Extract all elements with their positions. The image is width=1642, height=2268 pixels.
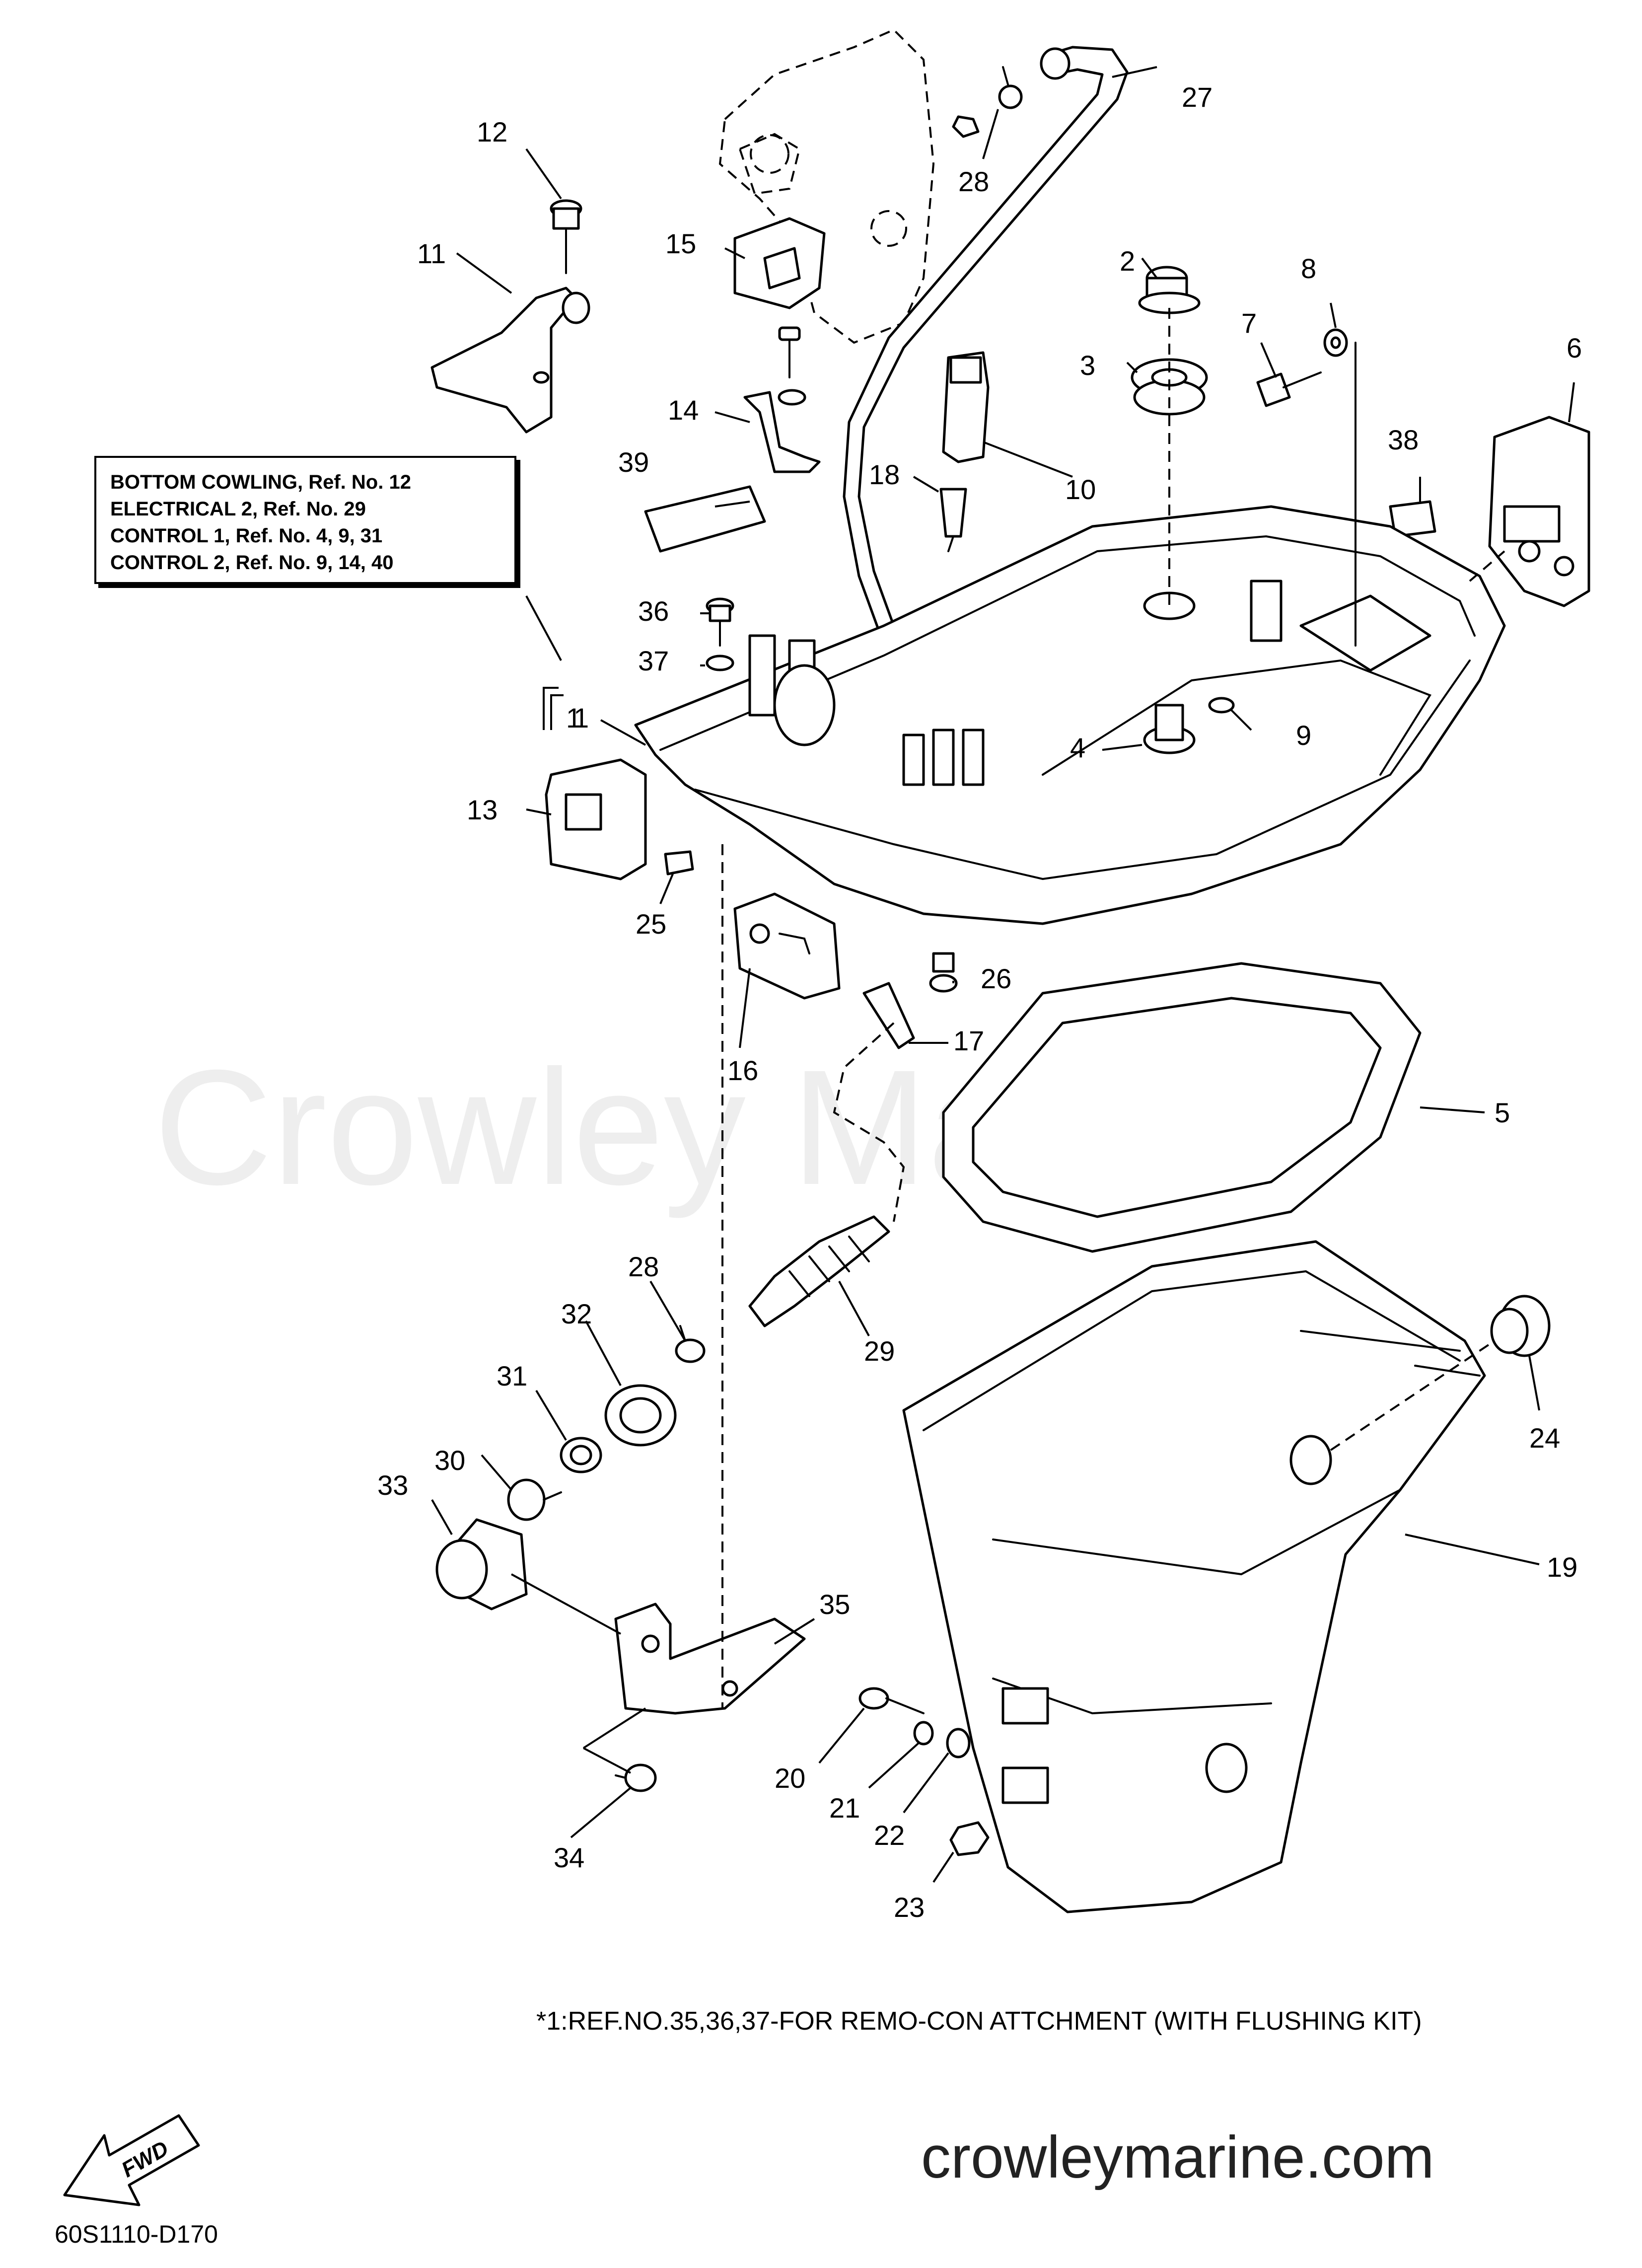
reference-line: CONTROL 2, Ref. No. 9, 14, 40: [110, 552, 394, 574]
plug-10: [942, 351, 990, 463]
part-number: 26: [981, 963, 1011, 994]
fwd-arrow-icon: FWD: [63, 2114, 200, 2206]
part-number: 33: [377, 1469, 408, 1501]
nut-23: [949, 1821, 990, 1856]
fitting-32: [604, 1384, 677, 1447]
washer-21: [913, 1721, 934, 1746]
part-number: 28: [958, 166, 989, 197]
reference-line-6: [1469, 550, 1505, 582]
bracket-15: [733, 217, 826, 309]
washer-31: [560, 1437, 602, 1473]
hose-route: [833, 1022, 905, 1222]
nozzle-18: [939, 488, 967, 552]
part-number: 11: [417, 238, 446, 269]
part-number: 27: [1182, 81, 1213, 113]
part-number: 10: [1065, 474, 1096, 505]
part-number: 24: [1529, 1422, 1560, 1454]
part-number: 32: [561, 1298, 592, 1329]
part-number: 37: [638, 645, 669, 676]
website-link[interactable]: crowleymarine.com: [921, 2124, 1434, 2191]
part-number: 13: [467, 794, 498, 825]
part-number: 15: [665, 228, 696, 259]
reference-box: BOTTOM COWLING, Ref. No. 12 ELECTRICAL 2…: [94, 456, 516, 584]
part-number: 1: [573, 702, 589, 733]
part-number: 8: [1301, 253, 1316, 284]
cover-13: [545, 758, 647, 880]
washer-8: [1323, 328, 1348, 357]
part-number: 6: [1567, 332, 1582, 364]
grommet-24: [1490, 1295, 1551, 1357]
diagram-code: 60S1110-D170: [55, 2220, 218, 2248]
washer-22: [946, 1728, 971, 1758]
part-number: 12: [477, 116, 507, 147]
reference-line: CONTROL 1, Ref. No. 4, 9, 31: [110, 525, 383, 547]
bolt-7: [1256, 371, 1322, 407]
part-number: 36: [638, 595, 669, 627]
reference-line: BOTTOM COWLING, Ref. No. 12: [110, 471, 411, 493]
lower-cowling-19: [902, 1240, 1486, 1913]
seal-25: [664, 850, 694, 876]
reference-line-24: [1330, 1340, 1496, 1451]
part-labels: 1 2 3 4 5 6 7 8 9 10 11 12 13 14 15 16 1…: [377, 81, 1582, 1923]
part-number: 7: [1241, 307, 1257, 339]
part-number: 17: [953, 1025, 984, 1056]
footnote-bracket-label: 1: [566, 702, 581, 733]
label-39: [644, 485, 766, 553]
bracket-35: [614, 1603, 806, 1715]
part-number: 2: [1120, 245, 1135, 277]
part-number: 28: [628, 1251, 659, 1282]
part-number: 14: [668, 394, 699, 426]
part-number: 19: [1547, 1551, 1577, 1583]
part-number: 18: [869, 459, 900, 490]
part-number: 38: [1388, 424, 1419, 455]
part-number: 35: [819, 1589, 850, 1620]
bolt-36: [706, 597, 734, 647]
part-number: 22: [874, 1820, 905, 1851]
bolt-12: [550, 199, 582, 274]
part-number: 31: [497, 1360, 527, 1391]
footnote-text: *1:REF.NO.35,36,37-FOR REMO-CON ATTCHMEN…: [536, 2007, 1422, 2036]
latch-bracket-6: [1488, 416, 1590, 607]
leader-lines: [431, 66, 1575, 1883]
part-number: 4: [1070, 732, 1085, 763]
screw-26: [929, 952, 958, 993]
part-number: 25: [636, 908, 666, 940]
part-number: 21: [829, 1792, 860, 1824]
bracket-11: [430, 287, 590, 434]
footnote-bracket: 1: [543, 687, 581, 733]
part-number: 9: [1296, 720, 1311, 751]
part-number: 16: [727, 1055, 758, 1086]
part-number: 20: [775, 1762, 805, 1794]
engine-block-outline: [718, 28, 935, 344]
bottom-cowling-1: [634, 505, 1506, 925]
part-number: 34: [554, 1842, 584, 1873]
seal-5: [942, 962, 1422, 1253]
cap-33: [435, 1518, 528, 1610]
part-number: 30: [434, 1445, 465, 1476]
clip-28-lower: [675, 1325, 706, 1363]
cover-16: [733, 892, 841, 1000]
part-number: 5: [1495, 1097, 1510, 1128]
bolt-20: [858, 1687, 925, 1714]
part-number: 3: [1080, 350, 1095, 381]
nozzle-30: [507, 1478, 562, 1521]
bolt-2: [1138, 266, 1201, 314]
part-number: 29: [864, 1335, 895, 1367]
washer-37: [706, 655, 734, 671]
hose-29: [748, 1215, 890, 1327]
part-number: 39: [618, 446, 649, 478]
part-number: 23: [894, 1892, 925, 1923]
bolt-14: [743, 326, 821, 473]
reference-line: ELECTRICAL 2, Ref. No. 29: [110, 498, 366, 520]
clip-28-top: [952, 66, 1023, 138]
label-38: [1389, 500, 1436, 538]
screw-34: [615, 1763, 657, 1792]
grommet-17: [862, 982, 915, 1049]
